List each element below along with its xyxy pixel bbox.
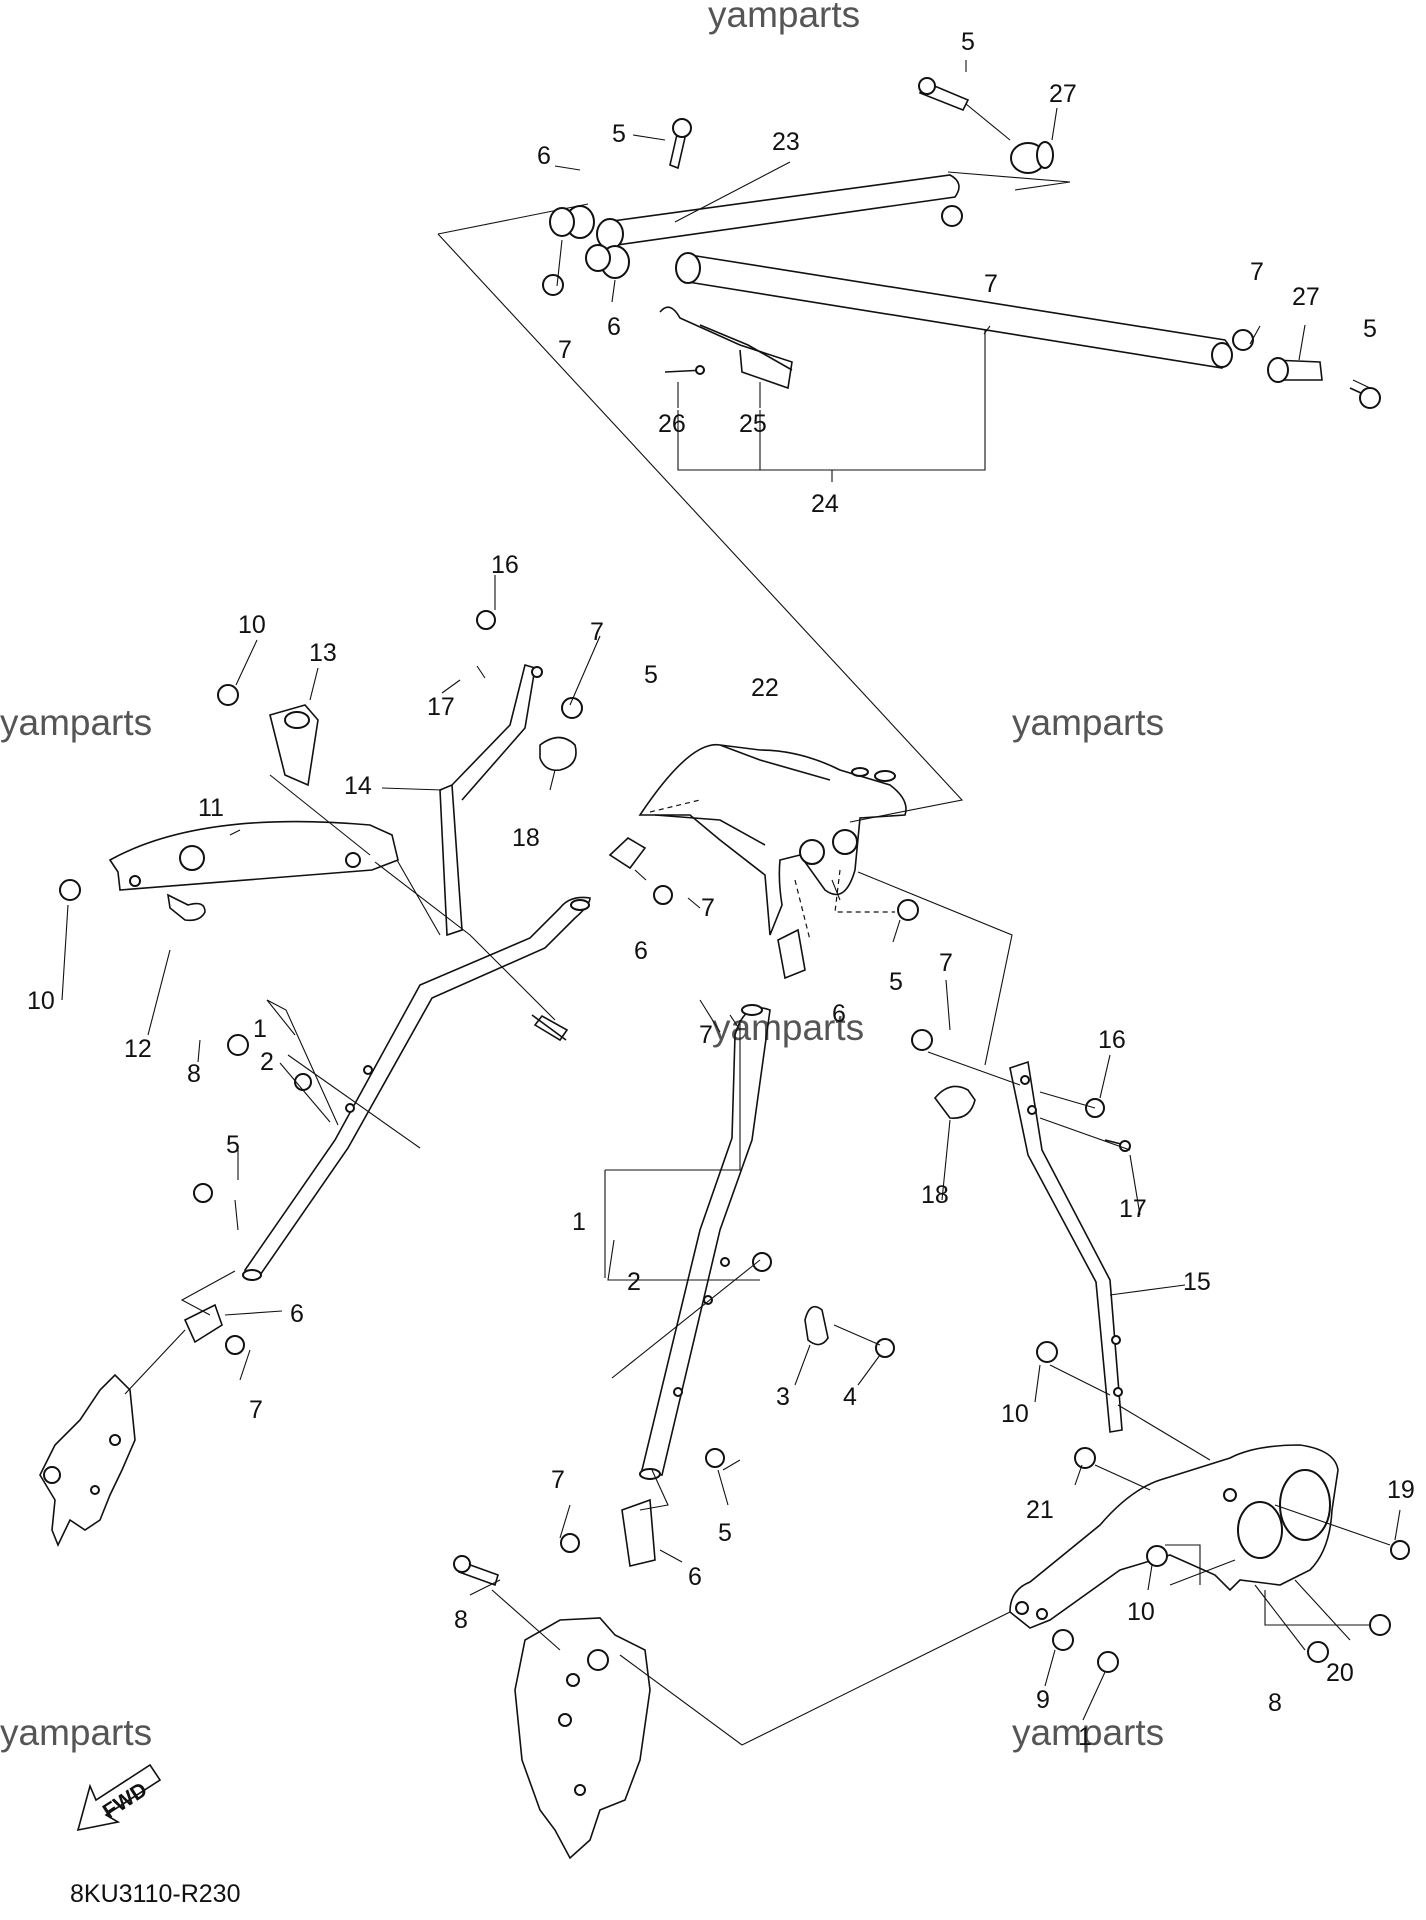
watermark: yamparts [1012, 702, 1164, 743]
callout: 5 [612, 120, 626, 148]
bracket-13 [269, 704, 319, 787]
callout: 7 [984, 270, 998, 298]
callout: 27 [1049, 80, 1077, 108]
callout: 6 [832, 1000, 846, 1028]
upper-bar-23 [549, 174, 960, 250]
panel-22 [638, 743, 907, 941]
bracket-bottom-centre [514, 1617, 651, 1860]
callout: 6 [634, 937, 648, 965]
callout: 20 [1326, 1659, 1354, 1687]
top-fasteners [542, 77, 1381, 409]
callout: 1 [1078, 1723, 1092, 1751]
callout: 27 [1292, 283, 1320, 311]
clamp-12 [166, 893, 206, 922]
callout: 10 [238, 611, 266, 639]
callout: 6 [290, 1300, 304, 1328]
callout: 10 [1127, 1598, 1155, 1626]
top-leader-lines [554, 60, 1371, 482]
callout: 12 [124, 1035, 152, 1063]
callout: 15 [1183, 1268, 1211, 1296]
left-fasteners [59, 610, 673, 1355]
callout: 7 [558, 336, 572, 364]
callout: 3 [776, 1383, 790, 1411]
callout: 23 [772, 128, 800, 156]
callout: 2 [627, 1268, 641, 1296]
watermarks: yamparts yamparts yamparts yamparts yamp… [0, 0, 1164, 1753]
left-leader-lines [61, 575, 701, 1395]
callout: 6 [537, 142, 551, 170]
callout: 16 [491, 551, 519, 579]
callout: 5 [961, 28, 975, 56]
pipe-centre-1 [639, 1004, 771, 1480]
pipe-left-1 [242, 896, 591, 1281]
watermark: yamparts [708, 0, 860, 35]
callout: 18 [921, 1181, 949, 1209]
callout: 18 [512, 824, 540, 852]
callout: 14 [344, 772, 372, 800]
centre-fasteners [453, 899, 919, 1587]
centre-leader-lines [469, 879, 1011, 1746]
lower-bar-24 [585, 244, 1233, 369]
callout: 7 [590, 618, 604, 646]
collar-6-centre [621, 928, 806, 1567]
callout: 25 [739, 410, 767, 438]
diagram-code: 8KU3110-R230 [70, 1880, 240, 1908]
callout: 7 [249, 1396, 263, 1424]
right-leader-lines [857, 871, 1401, 1721]
guide-lines [437, 203, 964, 823]
holder-18-right [933, 1085, 976, 1119]
callout: 8 [187, 1060, 201, 1088]
callout: 6 [607, 313, 621, 341]
callout: 21 [1026, 1496, 1054, 1524]
callout: 7 [939, 949, 953, 977]
callout: 26 [658, 410, 686, 438]
callout: 4 [843, 1383, 857, 1411]
watermark: yamparts [0, 702, 152, 743]
callout: 5 [1363, 315, 1377, 343]
callout: 19 [1387, 1476, 1415, 1504]
callout: 22 [751, 674, 779, 702]
callout: 10 [27, 987, 55, 1015]
callout: 9 [1036, 1686, 1050, 1714]
callout: 17 [1119, 1195, 1147, 1223]
callout: 2 [260, 1048, 274, 1076]
callout: 7 [551, 1466, 565, 1494]
stay-14 [439, 663, 543, 937]
bracket-25 [659, 306, 793, 390]
callout: 24 [811, 490, 839, 518]
callout: 10 [1001, 1400, 1029, 1428]
bar-11 [108, 820, 399, 891]
callout: 5 [889, 968, 903, 996]
collar-6-left [183, 837, 647, 1344]
callout-numbers: 5 27 5 23 6 7 7 6 7 27 5 26 25 24 16 10 … [27, 28, 1415, 1751]
fwd-arrow: FWD [76, 1763, 162, 1832]
stay-15 [1009, 1060, 1123, 1433]
callout: 1 [253, 1015, 267, 1043]
callout: 17 [427, 693, 455, 721]
callout: 5 [644, 661, 658, 689]
clamp-3 [804, 1305, 829, 1346]
left-lower-bracket [39, 1373, 136, 1547]
right-fasteners [911, 1029, 1410, 1673]
watermark: yamparts [0, 1712, 152, 1753]
callout: 13 [309, 639, 337, 667]
callout: 1 [572, 1208, 586, 1236]
callout: 8 [454, 1606, 468, 1634]
callout: 11 [198, 794, 224, 822]
callout: 6 [688, 1563, 702, 1591]
callout: 7 [701, 894, 715, 922]
callout: 5 [226, 1131, 240, 1159]
callout: 7 [699, 1021, 713, 1049]
holder-18-left [539, 736, 577, 772]
watermark: yamparts [1012, 1712, 1164, 1753]
callout: 7 [1250, 258, 1264, 286]
callout: 16 [1098, 1026, 1126, 1054]
callout: 5 [718, 1519, 732, 1547]
caps-27 [1010, 141, 1323, 383]
fwd-label: FWD [99, 1778, 152, 1823]
bracket-right-bottom [1009, 1444, 1339, 1629]
pin-26 [664, 365, 706, 375]
callout: 8 [1268, 1689, 1282, 1717]
